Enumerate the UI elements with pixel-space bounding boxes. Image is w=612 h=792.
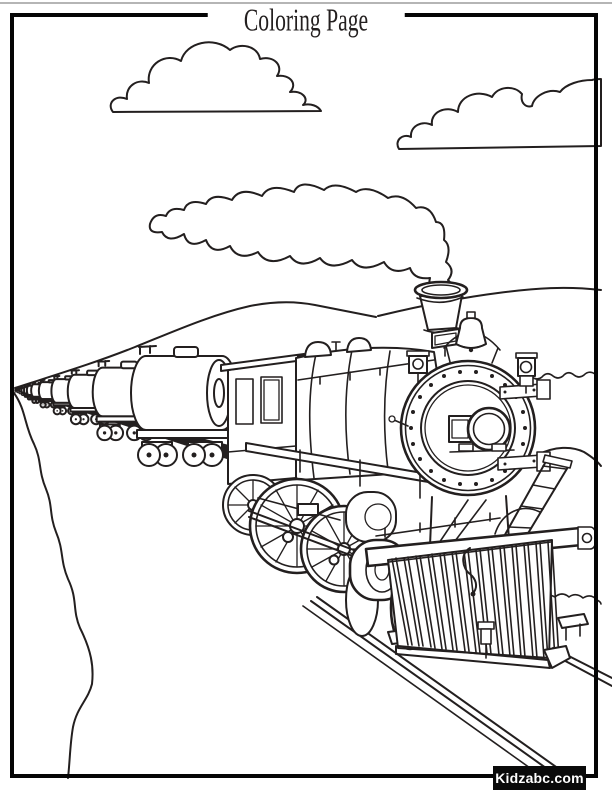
tanker-car-string (15, 345, 238, 467)
cloud-right (396, 78, 602, 150)
hill-ridge-left (14, 301, 377, 389)
cloud-left (109, 41, 322, 113)
headlight (448, 406, 515, 453)
smokebox-handle (388, 415, 409, 427)
right-footboard (557, 613, 589, 641)
cab-windows (235, 376, 283, 425)
marker-lamp-right (515, 352, 538, 394)
air-hose (462, 547, 478, 597)
locomotive (220, 280, 596, 669)
embankment-edge (13, 392, 94, 779)
smokestack (413, 280, 469, 334)
brand-watermark: Kidzabc.com (493, 766, 586, 790)
handrail (297, 359, 435, 385)
cowcatcher-slats (387, 539, 571, 669)
steam-domes (304, 337, 372, 358)
page-edge-line (0, 2, 612, 4)
smokebox-front (388, 359, 551, 497)
bell (443, 311, 501, 364)
pilot-supports (375, 495, 541, 547)
smoke-plume (148, 183, 455, 297)
page-title-text: Coloring Page (243, 2, 369, 38)
rivets (409, 370, 527, 486)
side-rods (248, 497, 368, 566)
side-ladder (501, 454, 573, 541)
page-title: Coloring Page (207, 2, 405, 38)
number-plate (431, 328, 460, 357)
marker-lamp-left (406, 350, 430, 383)
coupler-pin (477, 621, 495, 659)
